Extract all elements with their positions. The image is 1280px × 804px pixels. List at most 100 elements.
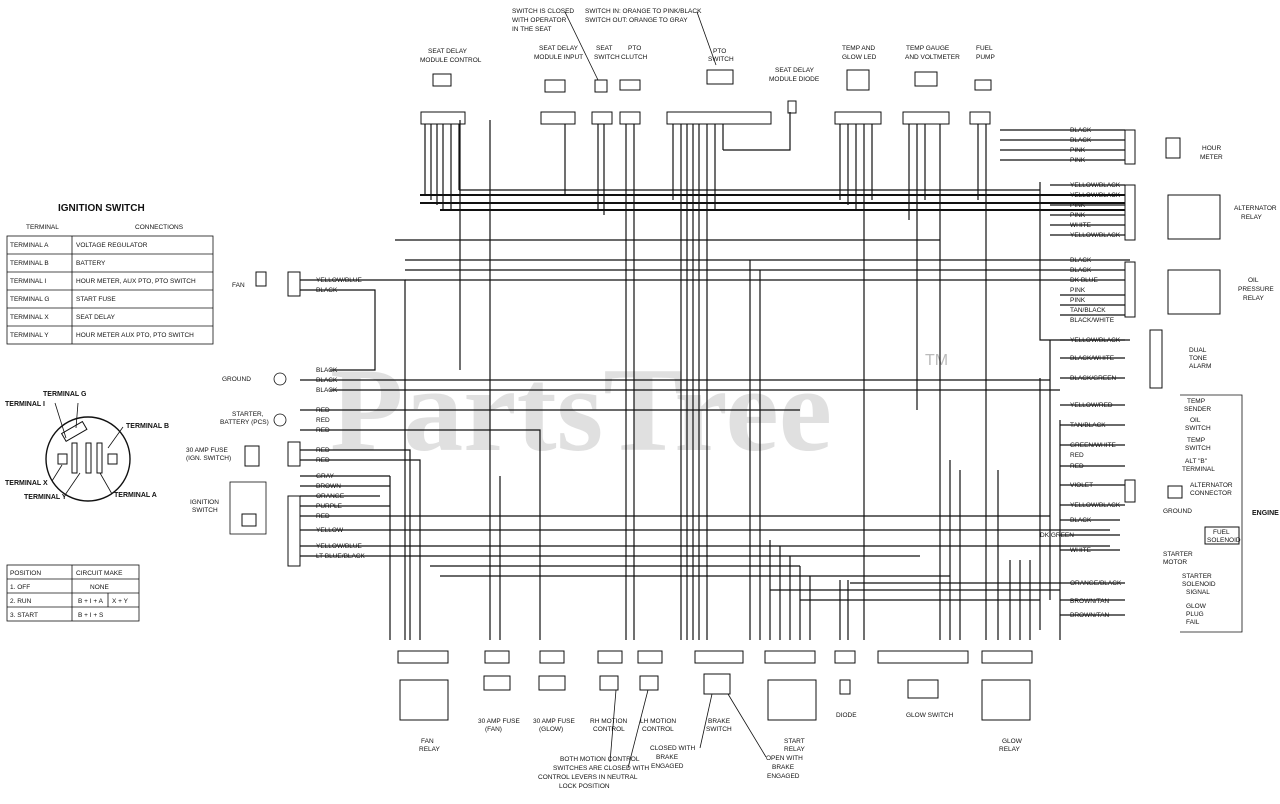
right-components: HOUR METER ALTERNATOR RELAY OIL PRESSURE…	[1124, 129, 1279, 626]
svg-text:SEAT DELAY: SEAT DELAY	[76, 314, 116, 321]
svg-text:YELLOW/BLACK: YELLOW/BLACK	[1070, 192, 1121, 199]
ignition-table: TERMINAL CONNECTIONS TERMINAL A VOLTAGE …	[6, 224, 214, 345]
svg-text:LT BLUE/BLACK: LT BLUE/BLACK	[316, 553, 366, 560]
terminal-a-label: TERMINAL A	[114, 492, 157, 499]
svg-text:PINK: PINK	[1070, 147, 1086, 154]
svg-text:BRAKE: BRAKE	[708, 718, 731, 725]
svg-text:VIOLET: VIOLET	[1070, 482, 1093, 489]
svg-text:CONTROL: CONTROL	[642, 726, 674, 733]
svg-text:RED: RED	[316, 447, 330, 454]
svg-text:YELLOW/BLUE: YELLOW/BLUE	[316, 277, 363, 284]
svg-text:RED: RED	[316, 513, 330, 520]
svg-text:BRAKE: BRAKE	[772, 764, 795, 771]
svg-text:BLACK: BLACK	[1070, 267, 1092, 274]
svg-text:SIGNAL: SIGNAL	[1186, 589, 1210, 596]
svg-text:(FAN): (FAN)	[485, 726, 502, 733]
svg-text:BLACK/WHITE: BLACK/WHITE	[1070, 355, 1115, 362]
svg-text:TEMP: TEMP	[1187, 398, 1205, 405]
svg-text:RELAY: RELAY	[999, 746, 1020, 753]
svg-text:HOUR: HOUR	[1202, 145, 1221, 152]
svg-text:LH MOTION: LH MOTION	[640, 718, 676, 725]
svg-text:BROWN: BROWN	[316, 483, 341, 490]
svg-text:B + I + S: B + I + S	[78, 612, 104, 619]
svg-text:YELLOW/BLACK: YELLOW/BLACK	[1070, 502, 1121, 509]
svg-text:BRAKE: BRAKE	[656, 754, 679, 761]
left-components: FAN GROUND STARTER, BATTERY (PCS) 30 AMP…	[186, 271, 301, 567]
svg-text:BLACK: BLACK	[1070, 127, 1092, 134]
svg-text:STARTER: STARTER	[1163, 551, 1193, 558]
svg-text:GLOW SWITCH: GLOW SWITCH	[906, 712, 954, 719]
svg-text:BOTH MOTION CONTROL: BOTH MOTION CONTROL	[560, 756, 640, 763]
svg-text:BROWN/TAN: BROWN/TAN	[1070, 612, 1110, 619]
svg-text:3. START: 3. START	[10, 612, 38, 619]
svg-text:GLOW: GLOW	[1002, 738, 1023, 745]
terminal-x-label: TERMINAL X	[5, 480, 48, 487]
svg-text:PTO: PTO	[713, 48, 726, 55]
svg-text:PINK: PINK	[1070, 287, 1086, 294]
svg-text:FAN: FAN	[232, 282, 245, 289]
svg-text:PINK: PINK	[1070, 212, 1086, 219]
svg-text:SWITCH: SWITCH	[708, 56, 734, 63]
svg-text:YELLOW/RED: YELLOW/RED	[1070, 402, 1113, 409]
svg-text:MODULE CONTROL: MODULE CONTROL	[420, 57, 482, 64]
svg-text:FAN: FAN	[421, 738, 434, 745]
svg-text:TERMINAL Y: TERMINAL Y	[10, 332, 49, 339]
svg-text:BLACK: BLACK	[316, 387, 338, 394]
svg-text:YELLOW/BLACK: YELLOW/BLACK	[1070, 232, 1121, 239]
svg-text:TERMINAL G: TERMINAL G	[10, 296, 50, 303]
svg-text:DIODE: DIODE	[836, 712, 857, 719]
svg-text:VOLTAGE REGULATOR: VOLTAGE REGULATOR	[76, 242, 148, 249]
svg-text:WHITE: WHITE	[1070, 222, 1092, 229]
svg-text:SWITCH: SWITCH	[192, 507, 218, 514]
svg-text:RED: RED	[1070, 463, 1084, 470]
svg-text:BLACK: BLACK	[316, 377, 338, 384]
svg-text:SWITCHES ARE CLOSED WITH: SWITCHES ARE CLOSED WITH	[553, 765, 649, 772]
svg-text:STARTER: STARTER	[1182, 573, 1212, 580]
ignition-table-title: IGNITION SWITCH	[58, 203, 145, 214]
svg-text:BATTERY (PCS): BATTERY (PCS)	[220, 419, 269, 426]
svg-text:BLACK/WHITE: BLACK/WHITE	[1070, 317, 1115, 324]
svg-text:RH MOTION: RH MOTION	[590, 718, 627, 725]
svg-text:SOLENOID: SOLENOID	[1182, 581, 1216, 588]
svg-text:FUEL: FUEL	[1213, 529, 1230, 536]
left-wire-labels: YELLOW/BLUE BLACK BLACK BLACK BLACK RED …	[316, 277, 366, 560]
svg-text:BLACK: BLACK	[1070, 517, 1092, 524]
svg-text:RELAY: RELAY	[1241, 214, 1262, 221]
seat-switch-note-1: SWITCH IS CLOSED	[512, 8, 574, 15]
svg-text:YELLOW/BLACK: YELLOW/BLACK	[1070, 337, 1121, 344]
svg-text:YELLOW/BLUE: YELLOW/BLUE	[316, 543, 363, 550]
svg-text:(GLOW): (GLOW)	[539, 726, 563, 733]
svg-text:DUAL: DUAL	[1189, 347, 1207, 354]
svg-text:30 AMP FUSE: 30 AMP FUSE	[533, 718, 575, 725]
svg-text:RED: RED	[316, 427, 330, 434]
seat-switch-note-2: WITH OPERATOR	[512, 17, 567, 24]
svg-text:GLOW: GLOW	[1186, 603, 1207, 610]
svg-text:YELLOW/BLACK: YELLOW/BLACK	[1070, 182, 1121, 189]
svg-text:SEAT DELAY: SEAT DELAY	[775, 67, 815, 74]
svg-text:MODULE INPUT: MODULE INPUT	[534, 54, 583, 61]
svg-text:GLOW LED: GLOW LED	[842, 54, 877, 61]
svg-text:TAN/BLACK: TAN/BLACK	[1070, 422, 1106, 429]
svg-text:PINK: PINK	[1070, 202, 1086, 209]
svg-text:GROUND: GROUND	[1163, 508, 1192, 515]
svg-text:(IGN. SWITCH): (IGN. SWITCH)	[186, 455, 231, 462]
svg-text:PRESSURE: PRESSURE	[1238, 286, 1274, 293]
svg-text:BROWN/TAN: BROWN/TAN	[1070, 598, 1110, 605]
svg-text:POSITION: POSITION	[10, 570, 41, 577]
pto-note-2: SWITCH OUT: ORANGE TO GRAY	[585, 17, 688, 24]
svg-text:SWITCH: SWITCH	[1185, 425, 1211, 432]
svg-text:DK GREEN: DK GREEN	[1040, 532, 1074, 539]
svg-text:OIL: OIL	[1190, 417, 1201, 424]
svg-text:ALARM: ALARM	[1189, 363, 1211, 370]
svg-text:PUMP: PUMP	[976, 54, 995, 61]
top-components: SEAT DELAY MODULE CONTROL SEAT DELAY MOD…	[420, 45, 995, 114]
svg-text:FUEL: FUEL	[976, 45, 993, 52]
svg-text:GRAY: GRAY	[316, 473, 335, 480]
svg-text:B + I + A: B + I + A	[78, 598, 104, 605]
svg-text:GREEN/WHITE: GREEN/WHITE	[1070, 442, 1117, 449]
svg-text:ALTERNATOR: ALTERNATOR	[1190, 482, 1233, 489]
svg-text:CLOSED WITH: CLOSED WITH	[650, 745, 695, 752]
svg-text:SEAT: SEAT	[596, 45, 613, 52]
bottom-components: FAN RELAY 30 AMP FUSE (FAN) 30 AMP FUSE …	[397, 650, 1033, 790]
svg-text:TEMP AND: TEMP AND	[842, 45, 875, 52]
